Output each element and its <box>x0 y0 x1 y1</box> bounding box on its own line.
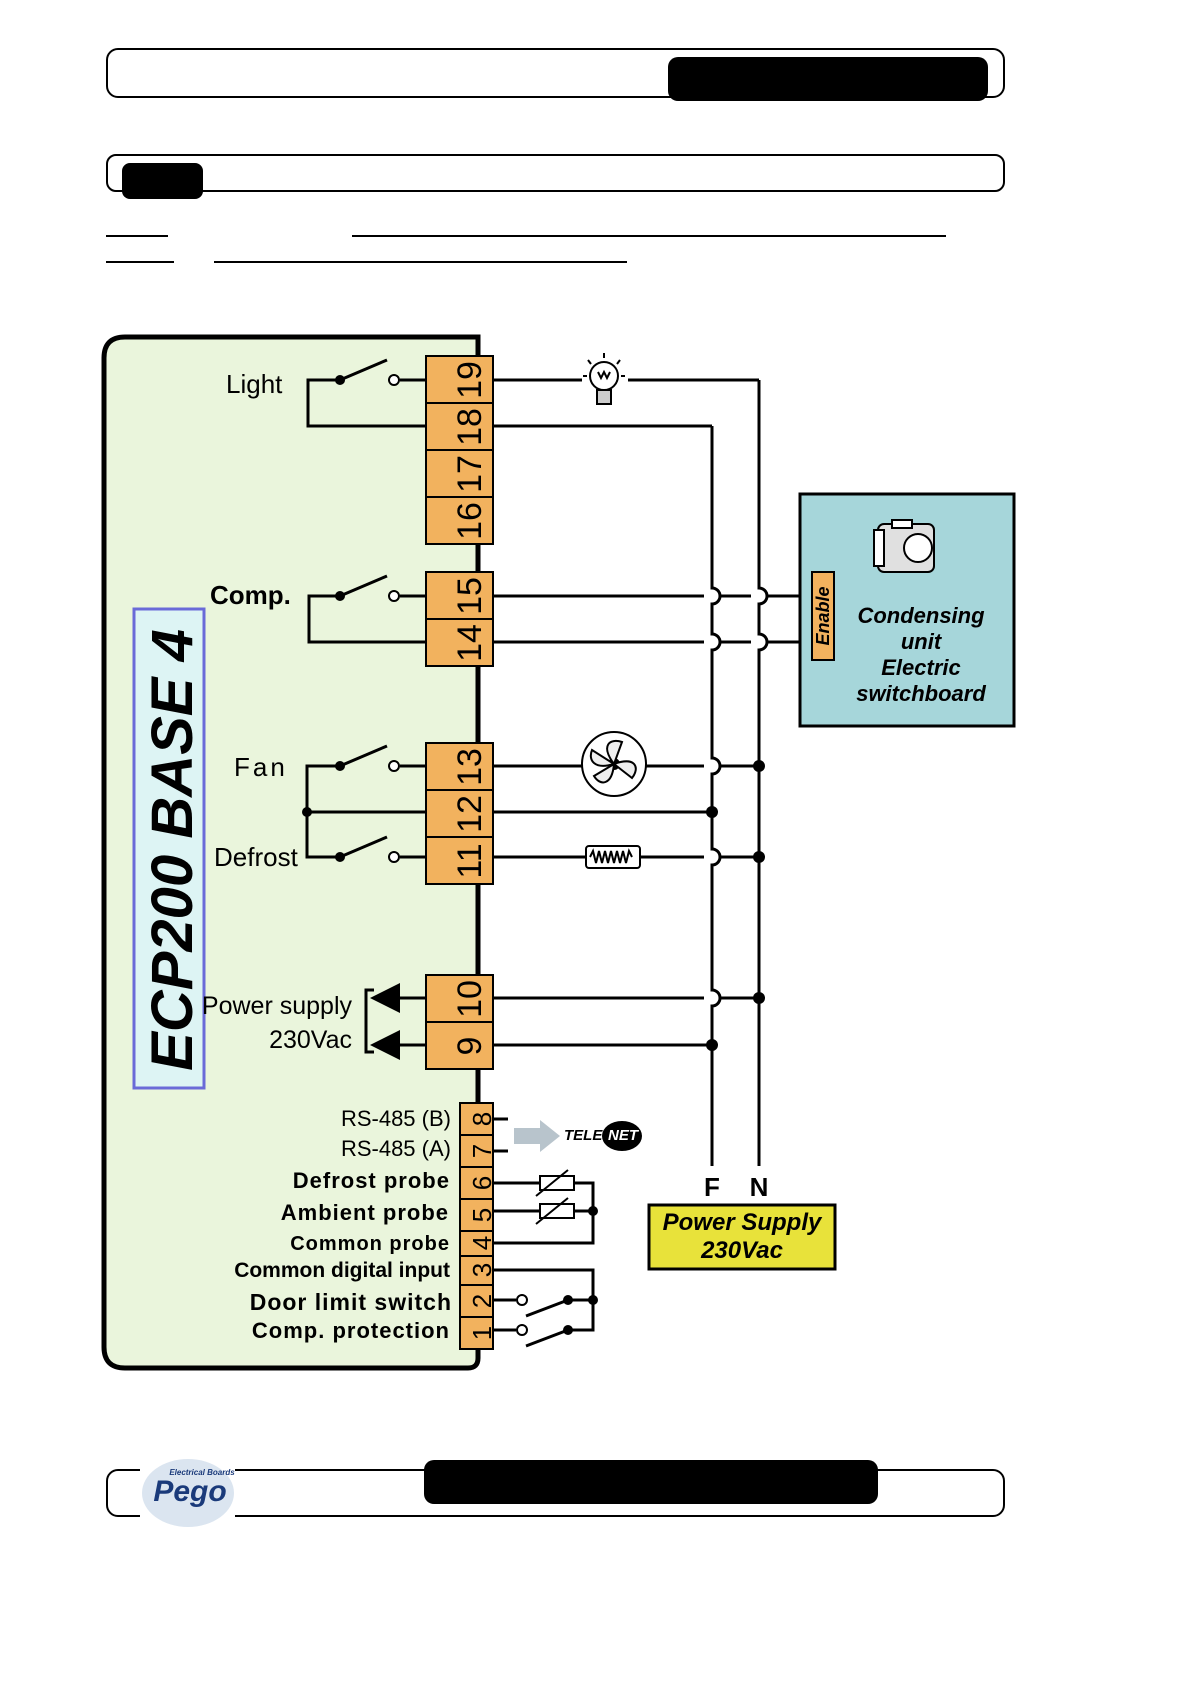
controller-panel <box>101 334 481 1371</box>
terminal-11: 11 <box>451 843 489 878</box>
terminal-8: 8 <box>467 1112 497 1126</box>
terminal-9: 9 <box>451 1037 489 1056</box>
svg-text:Electrical Boards: Electrical Boards <box>169 1468 235 1477</box>
label-rs485-b: RS-485 (B) <box>341 1106 451 1131</box>
condensing-line3: Electric <box>881 655 961 680</box>
lower-terminal-block <box>459 1102 494 1350</box>
enable-strip <box>811 571 835 661</box>
label-defrost: Defrost <box>214 842 299 872</box>
terminal-15: 15 <box>451 577 489 615</box>
terminal-7: 7 <box>467 1144 497 1158</box>
text-rule <box>106 235 168 237</box>
svg-text:Pego: Pego <box>153 1475 226 1508</box>
light-bulb-icon <box>583 353 625 405</box>
terminal-6: 6 <box>467 1176 497 1190</box>
heater-icon <box>585 845 641 869</box>
compressor-icon <box>873 519 935 573</box>
text-rule <box>214 261 627 263</box>
fan-icon <box>581 731 647 797</box>
label-door-limit-switch: Door limit switch <box>250 1289 452 1315</box>
telenet-part1: TELE <box>564 1127 603 1144</box>
supply-line1: Power Supply <box>663 1209 823 1236</box>
terminal-12: 12 <box>451 795 489 833</box>
device-label: ECP200 BASE 4 <box>140 629 205 1071</box>
terminal-19: 19 <box>451 361 489 399</box>
label-light: Light <box>226 369 283 399</box>
label-common-probe: Common probe <box>290 1233 450 1255</box>
label-power-supply: Power supply <box>202 992 353 1020</box>
supply-line2: 230Vac <box>700 1237 783 1264</box>
section-frame <box>106 154 1005 192</box>
condensing-line4: switchboard <box>856 681 986 706</box>
header-title-bar <box>668 57 988 101</box>
label-n: N <box>750 1172 769 1202</box>
telenet-part2: NET <box>608 1127 640 1144</box>
digital-input-wiring <box>493 1268 595 1348</box>
terminal-18: 18 <box>451 408 489 446</box>
text-rule <box>352 235 946 237</box>
text-rule <box>106 261 174 263</box>
upper-terminal-block <box>425 355 494 1070</box>
terminal-4: 4 <box>467 1236 497 1250</box>
terminal-1: 1 <box>467 1326 497 1340</box>
label-defrost-probe: Defrost probe <box>293 1168 450 1193</box>
terminal-10: 10 <box>451 980 489 1018</box>
label-f: F <box>704 1172 720 1202</box>
supply-lines <box>493 378 816 1166</box>
telenet-logo: TELE NET <box>564 1121 642 1151</box>
label-comp-protection: Comp. protection <box>252 1318 450 1343</box>
enable-label: Enable <box>813 586 833 645</box>
device-label-box <box>132 607 206 1090</box>
section-number-bar <box>122 163 203 199</box>
terminal-2: 2 <box>467 1294 497 1308</box>
junction-dots <box>706 760 765 1051</box>
condensing-unit-box: Enable Condensing unit Electric switchbo… <box>798 492 1016 728</box>
terminal-16: 16 <box>451 502 489 540</box>
label-fan: Fan <box>234 752 288 782</box>
label-230vac: 230Vac <box>269 1026 352 1054</box>
condensing-line2: unit <box>901 629 943 654</box>
ntc-probe-icon <box>535 1169 575 1225</box>
pego-logo: Electrical Boards Pego <box>142 1459 235 1527</box>
label-rs485-a: RS-485 (A) <box>341 1136 451 1161</box>
footer-title-bar <box>424 1460 878 1504</box>
terminal-3: 3 <box>467 1263 497 1277</box>
condensing-line1: Condensing <box>857 603 985 628</box>
label-comp: Comp. <box>210 580 291 610</box>
power-supply-box: Power Supply 230Vac <box>647 1203 837 1271</box>
terminal-5: 5 <box>467 1208 497 1222</box>
label-ambient-probe: Ambient probe <box>281 1200 449 1225</box>
telenet-arrow-icon <box>514 1120 560 1152</box>
label-common-digital-input: Common digital input <box>234 1259 450 1282</box>
terminal-17: 17 <box>451 455 489 493</box>
terminal-14: 14 <box>451 624 489 662</box>
terminal-13: 13 <box>451 748 489 786</box>
